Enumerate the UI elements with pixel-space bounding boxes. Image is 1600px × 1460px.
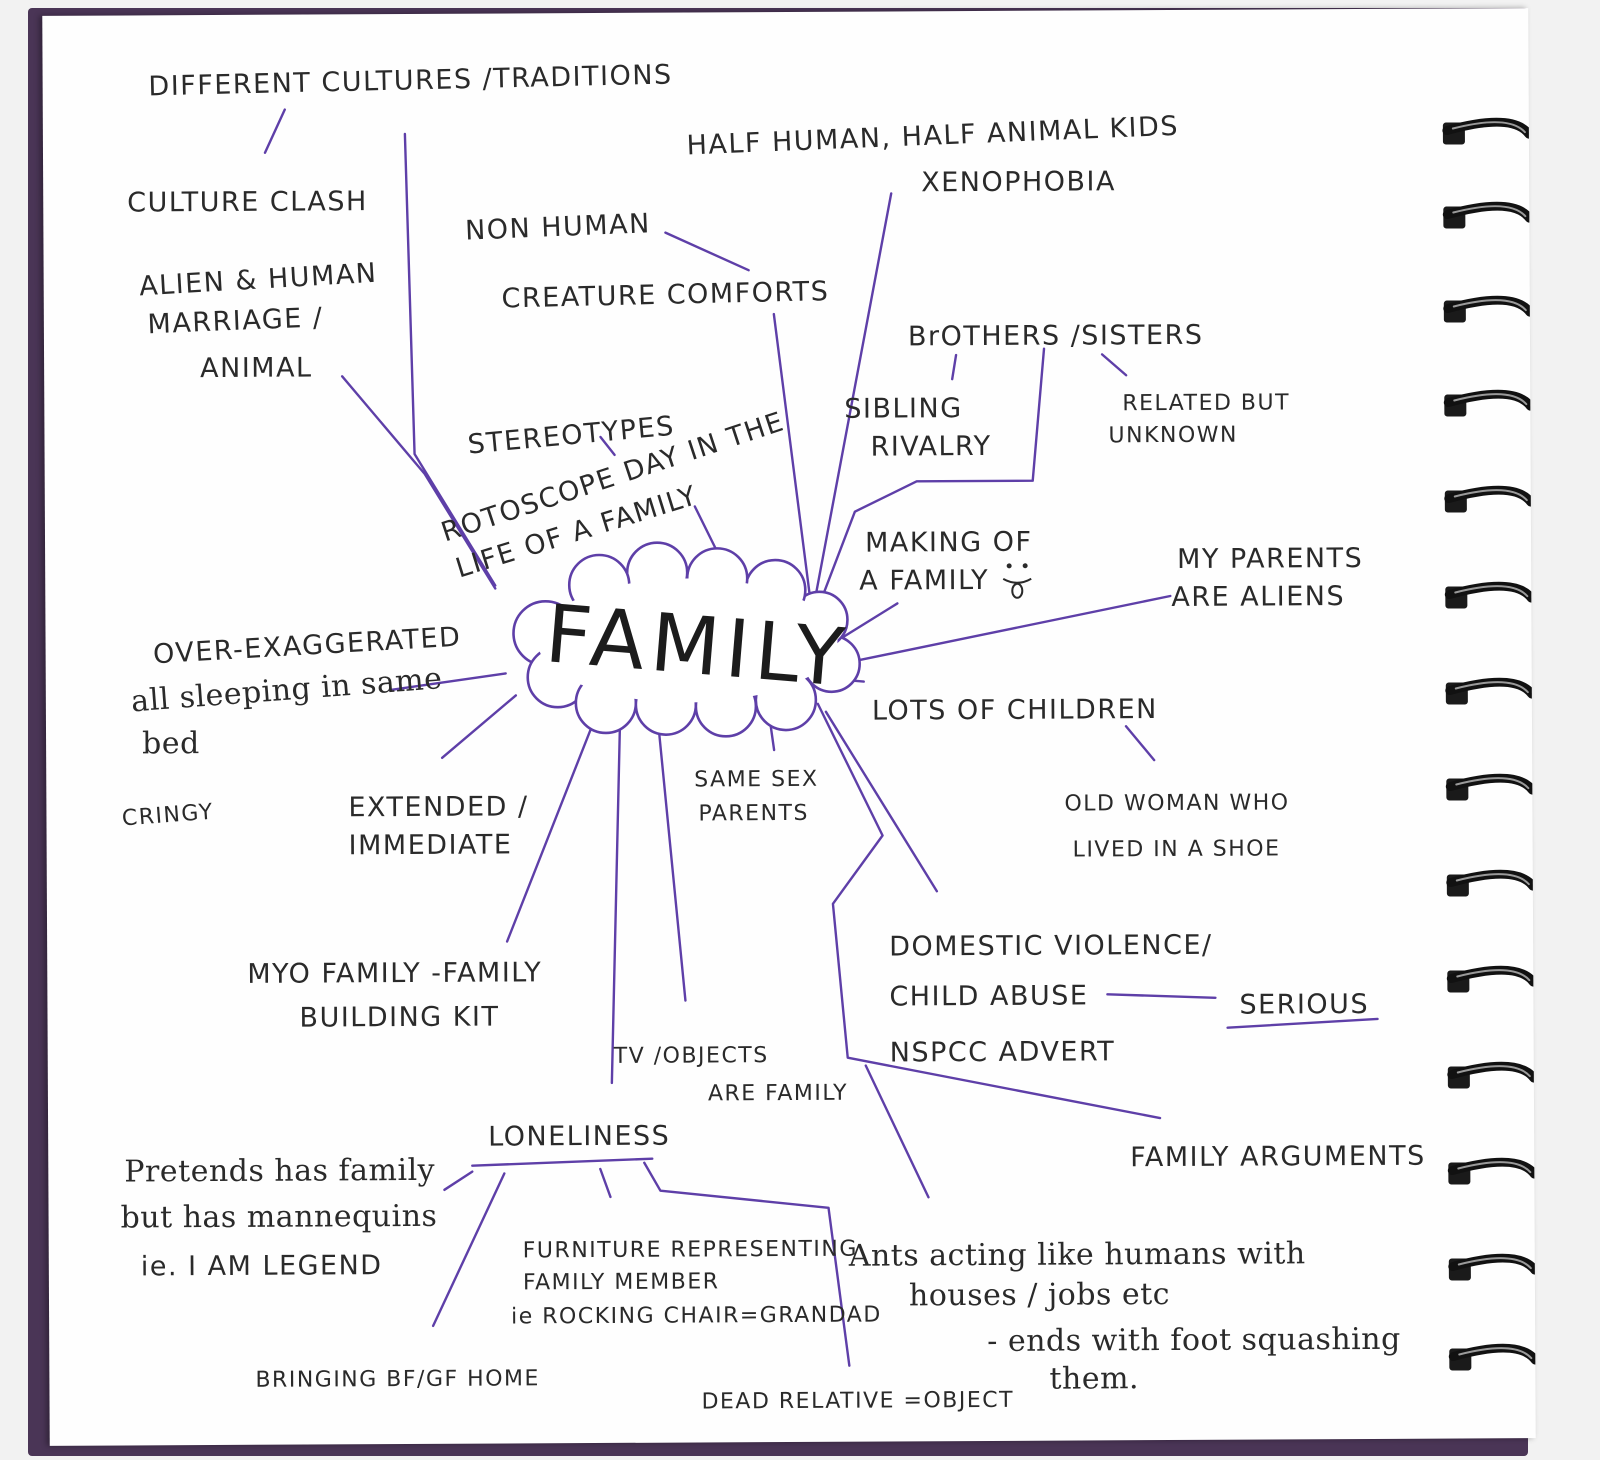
node-extended-1: EXTENDED / [348, 791, 528, 823]
node-over-exag-3: bed [142, 726, 200, 761]
node-ants-3: - ends with foot squashing [987, 1322, 1401, 1359]
node-different-cultures: DIFFERENT CULTURES /TRADITIONS [148, 59, 673, 102]
branch-ants [864, 1064, 930, 1199]
branch-loneliness [610, 721, 622, 1085]
node-ants-1: Ants acting like humans with [848, 1236, 1306, 1273]
branch-related-link [1100, 353, 1128, 377]
branch-extended [440, 694, 518, 760]
branch-dead-relative [643, 1161, 851, 1367]
branch-tv-objects [656, 719, 687, 1002]
branch-pretends [443, 1170, 474, 1192]
node-non-human: NON HUMAN [464, 208, 651, 246]
node-making-1: MAKING OF [865, 527, 1033, 559]
node-dead-relative: DEAD RELATIVE =OBJECT [701, 1388, 1014, 1415]
branch-my-parents [840, 594, 1172, 665]
node-furniture-2: FAMILY MEMBER [523, 1269, 720, 1295]
node-family-arguments: FAMILY ARGUMENTS [1130, 1141, 1426, 1174]
node-culture-clash: CULTURE CLASH [127, 186, 368, 218]
node-alien-human-2: MARRIAGE / [147, 302, 324, 340]
node-related-2: UNKNOWN [1108, 423, 1238, 449]
family-cloud: FAMILY [512, 541, 861, 738]
notebook-page: FAMILY DIFFERENT CULTURES /TRADITIONS CU… [42, 8, 1536, 1446]
node-creature-comforts: CREATURE COMFORTS [501, 276, 829, 314]
node-same-sex-1: SAME SEX [694, 767, 818, 793]
node-serious: SERIOUS [1239, 989, 1369, 1021]
node-ants-2: houses / jobs etc [909, 1277, 1170, 1313]
branch-alien-human [340, 375, 497, 590]
branch-bringing [431, 1172, 506, 1328]
branch-myo [505, 719, 596, 943]
node-old-woman-2: LIVED IN A SHOE [1073, 836, 1281, 862]
node-domestic-2: CHILD ABUSE [889, 980, 1088, 1012]
branch-old-woman [1124, 725, 1156, 762]
node-alien-human-3: ANIMAL [200, 352, 313, 384]
branch-non-human [664, 231, 750, 272]
loneliness-underline [471, 1157, 654, 1167]
node-pretends-3: ie. I AM LEGEND [141, 1250, 383, 1282]
node-same-sex-2: PARENTS [698, 801, 809, 827]
node-myo-2: BUILDING KIT [299, 1002, 499, 1034]
node-furniture-3: ie ROCKING CHAIR=GRANDAD [511, 1303, 882, 1330]
node-making-2: A FAMILY [859, 565, 989, 597]
branch-over-exag [388, 672, 507, 692]
branch-making [834, 602, 899, 643]
branch-different-cultures [403, 132, 497, 587]
node-furniture-1: FURNITURE REPRESENTING [523, 1237, 858, 1264]
node-tv-objects-1: TV /OBJECTS [613, 1043, 769, 1069]
node-loneliness: LONELINESS [488, 1121, 670, 1153]
node-cringy: CRINGY [121, 800, 215, 832]
branch-serious [1106, 993, 1217, 999]
node-domestic-3: NSPCC ADVERT [890, 1036, 1116, 1068]
node-old-woman-1: OLD WOMAN WHO [1064, 790, 1289, 816]
branch-half-human [812, 192, 893, 610]
branch-family-arguments [816, 702, 1162, 1120]
branch-furniture [599, 1167, 612, 1199]
node-ants-4: them. [1049, 1361, 1139, 1396]
node-bringing: BRINGING BF/GF HOME [255, 1366, 540, 1392]
node-tv-objects-2: ARE FAMILY [708, 1081, 848, 1107]
branch-stereotypes [599, 435, 616, 457]
node-pretends-1: Pretends has family [124, 1153, 435, 1190]
spiral-binding [1442, 117, 1536, 1371]
branch-culture-link [263, 108, 286, 154]
node-brothers-sisters: BrOTHERS /SISTERS [908, 320, 1204, 353]
smiley-face-doodle [1002, 563, 1032, 599]
node-pretends-2: but has mannequins [120, 1199, 437, 1236]
node-domestic-1: DOMESTIC VIOLENCE/ [889, 930, 1213, 963]
branch-brothers [816, 347, 1046, 612]
node-lots-children: LOTS OF CHILDREN [872, 694, 1158, 726]
serious-underline [1226, 1017, 1379, 1029]
node-sibling-2: RIVALRY [870, 431, 991, 463]
branch-sibling-link [950, 353, 958, 381]
node-extended-2: IMMEDIATE [349, 829, 513, 861]
node-over-exag-2: all sleeping in same [130, 661, 444, 719]
node-my-parents-1: MY PARENTS [1177, 543, 1363, 575]
branch-domestic [824, 710, 939, 893]
branch-creature-comforts [772, 312, 812, 602]
node-half-human: HALF HUMAN, HALF ANIMAL KIDS [686, 111, 1180, 162]
node-alien-human-1: ALIEN & HUMAN [138, 258, 378, 303]
node-xenophobia: XENOPHOBIA [921, 166, 1116, 198]
node-myo-1: MYO FAMILY -FAMILY [247, 957, 542, 990]
node-my-parents-2: ARE ALIENS [1171, 581, 1345, 613]
node-sibling-1: SIBLING [844, 393, 962, 425]
node-related-1: RELATED BUT [1122, 390, 1290, 416]
mind-map: FAMILY DIFFERENT CULTURES /TRADITIONS CU… [120, 59, 1536, 1415]
